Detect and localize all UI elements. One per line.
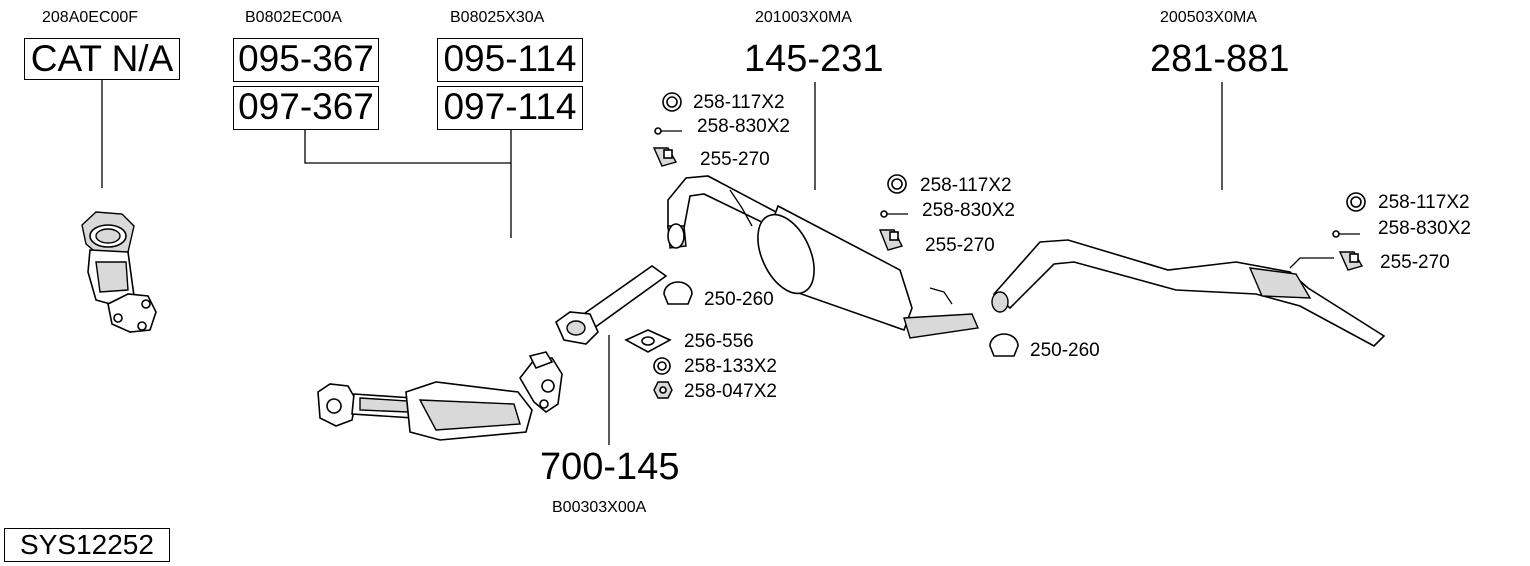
bolt-mid-icon <box>654 127 682 135</box>
flex-pipe-drawing <box>555 265 668 345</box>
oe-code-catalyst: 208A0EC00F <box>42 9 139 26</box>
ring-center-icon <box>887 174 907 194</box>
fitting-ring-center[interactable]: 258-117X2 <box>920 175 1012 196</box>
spring-ring-icon <box>653 357 671 375</box>
catalyst-drawing <box>81 211 157 333</box>
leader-front-pipe-left <box>304 130 511 164</box>
fitting-hanger-center[interactable]: 255-270 <box>925 235 995 256</box>
bolt-center-icon <box>880 210 908 218</box>
fitting-gasket[interactable]: 256-556 <box>684 331 754 352</box>
system-id: SYS12252 <box>4 528 170 562</box>
fitting-bolt-center[interactable]: 258-830X2 <box>922 200 1015 221</box>
gasket-icon <box>624 329 672 353</box>
part-number-flex-pipe[interactable]: 700-145 <box>540 446 680 488</box>
clamp-front-icon <box>663 281 693 305</box>
fitting-hanger-rear[interactable]: 255-270 <box>1380 252 1450 273</box>
bolt-rear-icon <box>1332 230 1360 238</box>
part-number-front-pipe-d[interactable]: 097-114 <box>437 86 583 130</box>
fitting-hanger-mid[interactable]: 255-270 <box>700 149 770 170</box>
hanger-mid-icon <box>652 147 678 167</box>
fitting-clamp-front[interactable]: 250-260 <box>704 289 774 310</box>
part-number-middle-silencer[interactable]: 145-231 <box>744 38 884 80</box>
fitting-bolt-rear[interactable]: 258-830X2 <box>1378 218 1471 239</box>
fitting-clamp-mid[interactable]: 250-260 <box>1030 340 1100 361</box>
ring-mid-icon <box>662 92 682 112</box>
part-number-rear-silencer[interactable]: 281-881 <box>1150 38 1290 80</box>
rear-silencer-drawing <box>991 239 1386 347</box>
oe-code-front-pipe: B0802EC00A <box>245 9 342 26</box>
fitting-spring-ring[interactable]: 258-133X2 <box>684 356 777 377</box>
nut-icon <box>653 381 673 399</box>
hanger-center-icon <box>878 229 904 251</box>
middle-silencer-drawing <box>667 175 980 339</box>
oe-code-rear-silencer: 200503X0MA <box>1160 9 1257 26</box>
ring-rear-icon <box>1346 192 1366 212</box>
front-pipe-drawing <box>317 351 563 441</box>
oe-code-front-pipe-alt: B08025X30A <box>450 9 545 26</box>
oe-code-flex-pipe: B00303X00A <box>552 499 647 516</box>
fitting-bolt-mid[interactable]: 258-830X2 <box>697 116 790 137</box>
oe-code-middle-silencer: 201003X0MA <box>755 9 852 26</box>
part-number-catalyst[interactable]: CAT N/A <box>24 38 180 80</box>
clamp-mid-icon <box>989 333 1019 357</box>
fitting-nut[interactable]: 258-047X2 <box>684 381 777 402</box>
part-number-front-pipe-c[interactable]: 095-114 <box>437 38 583 82</box>
fitting-ring-rear[interactable]: 258-117X2 <box>1378 192 1470 213</box>
hanger-rear-icon <box>1338 251 1364 271</box>
part-number-front-pipe-b[interactable]: 097-367 <box>233 86 379 130</box>
part-number-front-pipe-a[interactable]: 095-367 <box>233 38 379 82</box>
fitting-ring-mid[interactable]: 258-117X2 <box>693 92 785 113</box>
